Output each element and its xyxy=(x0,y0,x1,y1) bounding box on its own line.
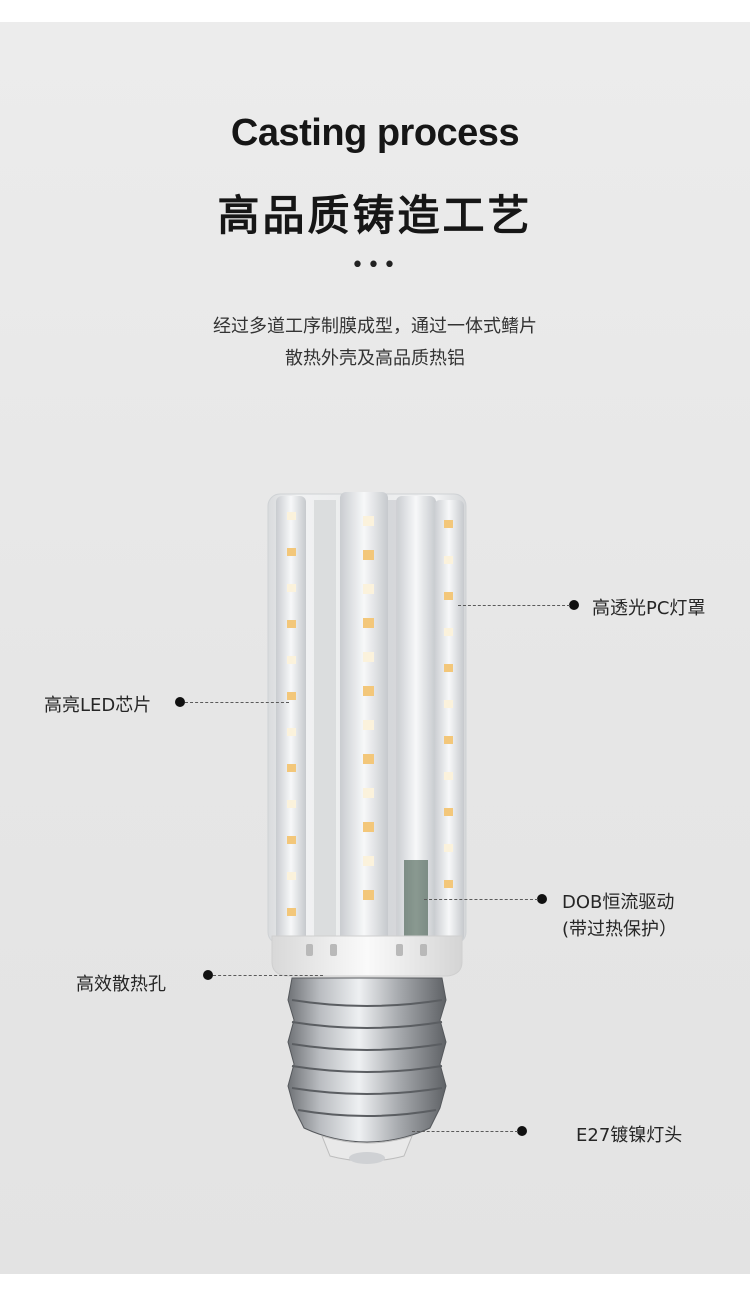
label-driver-line-2: (带过热保护） xyxy=(562,919,678,940)
pointer-dot-heat-holes xyxy=(203,970,213,980)
thread-4 xyxy=(291,1065,443,1073)
heat-hole-1 xyxy=(306,944,313,956)
fin-center-right xyxy=(396,496,436,942)
heat-hole-2 xyxy=(330,944,337,956)
base-insulator xyxy=(321,1135,413,1162)
separator-dots: ••• xyxy=(351,253,399,278)
label-heat-holes: 高效散热孔 xyxy=(76,974,166,995)
leader-line-led-chip xyxy=(185,702,289,703)
inner-gap-1 xyxy=(314,500,336,940)
pointer-dot-pc-cover xyxy=(569,600,579,610)
title-english: Casting process xyxy=(230,112,520,154)
leader-line-base xyxy=(412,1131,518,1132)
driver-board xyxy=(404,860,428,940)
thread-3 xyxy=(291,1043,443,1051)
leader-line-driver xyxy=(424,899,538,900)
led-column-center xyxy=(363,516,374,900)
thread-6 xyxy=(297,1109,437,1117)
heat-hole-4 xyxy=(420,944,427,956)
label-base: E27镀镍灯头 xyxy=(576,1125,683,1146)
label-driver-line-1: DOB恒流驱动 xyxy=(562,892,675,913)
led-column-left xyxy=(287,512,296,916)
led-column-right xyxy=(444,520,453,888)
label-led-chip: 高亮LED芯片 xyxy=(44,695,152,716)
e27-base xyxy=(287,977,447,1143)
title-chinese: 高品质铸造工艺 xyxy=(217,191,533,240)
description-line-2: 散热外壳及高品质热铝 xyxy=(285,348,465,369)
leader-line-heat-holes xyxy=(213,975,323,976)
leader-line-pc-cover xyxy=(458,605,570,606)
fin-center-left xyxy=(340,492,388,944)
description-line-1: 经过多道工序制膜成型，通过一体式鳍片 xyxy=(213,316,537,337)
fin-right xyxy=(434,500,464,942)
contact-tip xyxy=(349,1152,385,1164)
pointer-dot-led-chip xyxy=(175,697,185,707)
pointer-dot-driver xyxy=(537,894,547,904)
label-pc-cover: 高透光PC灯罩 xyxy=(592,598,706,619)
pointer-dot-base xyxy=(517,1126,527,1136)
thread-1 xyxy=(291,999,443,1007)
collar xyxy=(271,935,463,977)
thread-5 xyxy=(291,1087,443,1095)
thread-2 xyxy=(291,1021,443,1029)
heat-hole-3 xyxy=(396,944,403,956)
inner-gap-2 xyxy=(388,500,398,940)
fin-left xyxy=(276,496,306,942)
